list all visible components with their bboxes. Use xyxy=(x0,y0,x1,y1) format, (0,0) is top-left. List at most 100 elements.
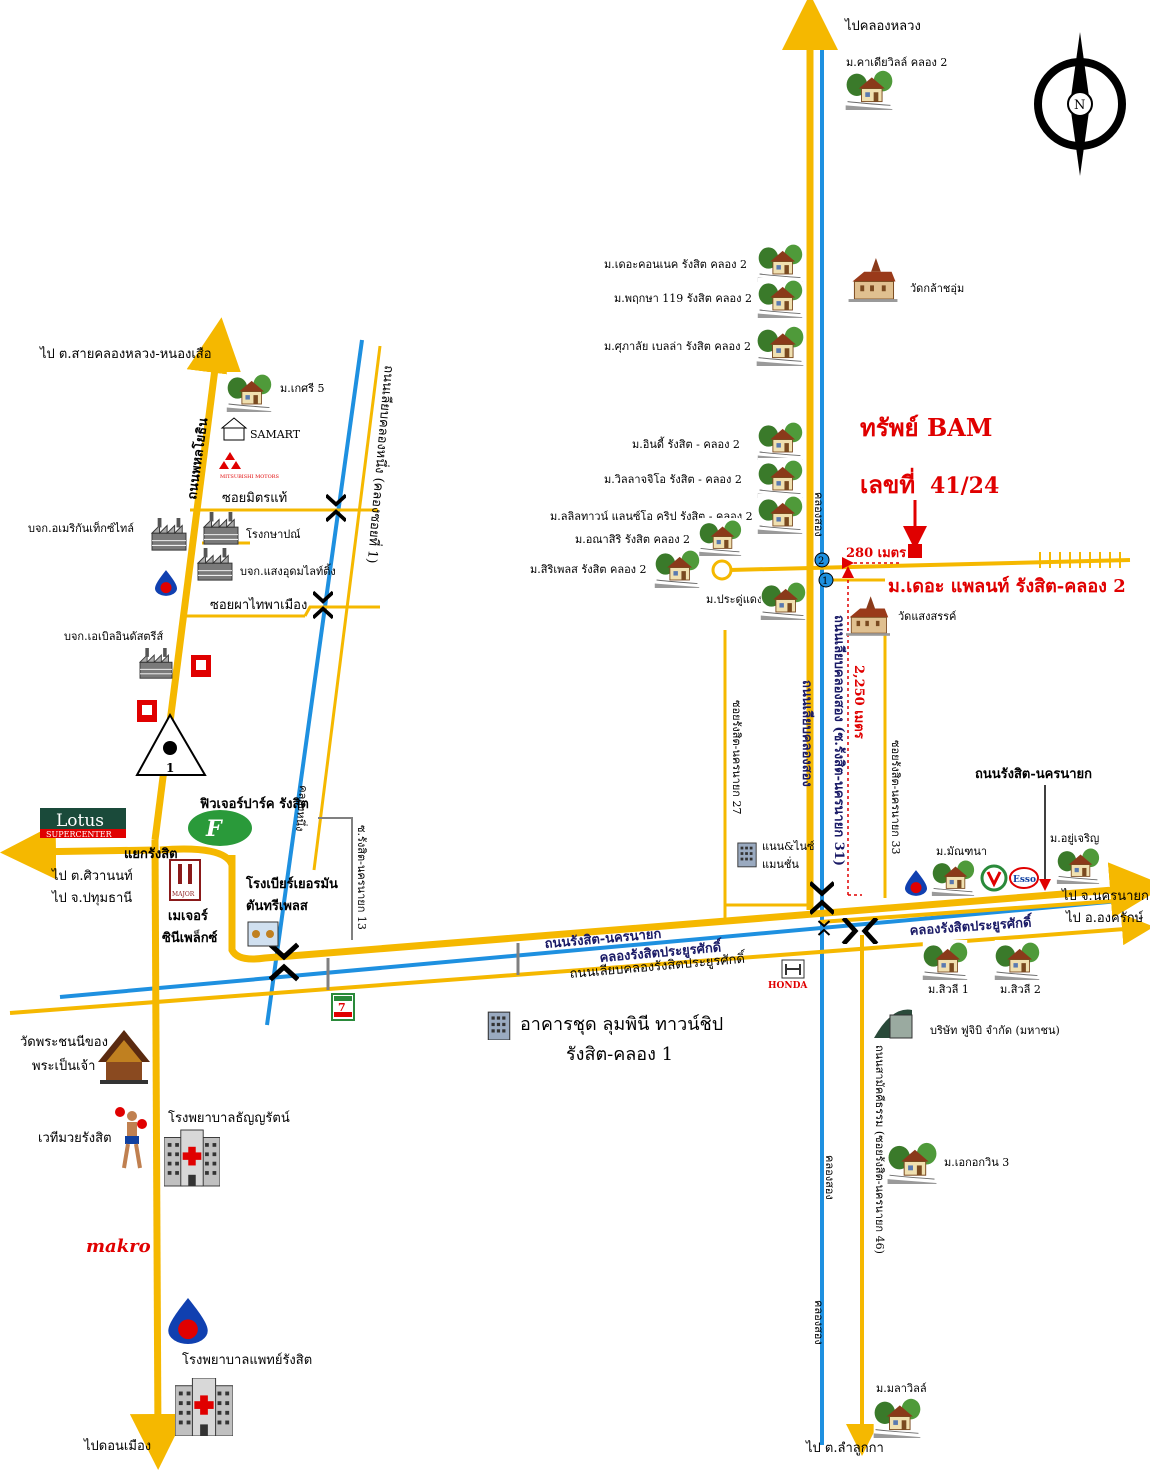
label-cadia: ม.คาเดียวิลล์ คลอง 2 xyxy=(846,56,947,69)
label-ketsri: ม.เกศรี 5 xyxy=(280,382,325,395)
label-soi27: ซอยรังสิต-นครนายก 27 xyxy=(730,700,743,814)
label-soi-phai: ซอยผาไทพาเมือง xyxy=(210,597,307,613)
warehouse-icon xyxy=(874,1009,913,1039)
seven-eleven-icon xyxy=(331,993,355,1021)
house-icon xyxy=(931,858,975,896)
label-lotus-sub: SUPERCENTER xyxy=(46,830,113,839)
dir-khlong-luang-left: ไป ต.สายคลองหลวง-หนองเสือ xyxy=(39,346,212,362)
label-khlong1: คลองหนึ่ง xyxy=(293,785,312,832)
label-lighting: บจก.แสงอุดมไลท์ติ้ง xyxy=(240,563,336,578)
label-indy: ม.อินดี้ รังสิต - คลอง 2 xyxy=(632,436,740,451)
ptt-icon xyxy=(155,570,177,596)
label-soi13: ซ.รังสิต-นครนายก 13 xyxy=(355,825,368,930)
dir-lam-luk-ka: ไป ต.ลำลูกกา xyxy=(805,1440,884,1456)
label-phahonyothin: ถนนพหลโยธิน xyxy=(183,417,211,501)
label-major-1: เมเจอร์ xyxy=(168,908,208,924)
label-seven: 7 xyxy=(338,1001,346,1014)
dir-nakhon-nayok: ไป จ.นครนายก xyxy=(1061,888,1149,904)
label-kraft: โรงกษาปณ์ xyxy=(246,527,300,541)
label-soi46: ถนนสามัคคีธรรม (ซอยรังสิต-นครนายก 46) xyxy=(873,1045,886,1254)
roundabout xyxy=(711,559,733,581)
label-rangsit-junction: แยกรังสิต xyxy=(124,847,178,862)
monument-number: 1 xyxy=(166,761,174,775)
svg-text:F: F xyxy=(205,816,223,842)
label-supalai: ม.ศุภาลัย เบลล่า รังสิต คลอง 2 xyxy=(604,340,751,353)
label-major-2: ซินีเพล็กซ์ xyxy=(162,928,218,946)
target-number-prefix: เลขที่ xyxy=(860,467,915,499)
label-connect: ม.เดอะคอนเนค รังสิต คลอง 2 xyxy=(604,258,747,271)
marker-two xyxy=(814,552,830,568)
label-nan-ni: แนน&ไนซ์ xyxy=(762,840,815,853)
label-wat-lam: วัดกล้าชอุ่ม xyxy=(910,282,964,295)
boxer-icon xyxy=(115,1107,147,1169)
target-marker xyxy=(908,544,922,558)
road-soi-phai-ext xyxy=(303,605,380,617)
label-condo-1: อาคารชุด ลุมพินี ทาวน์ชิป xyxy=(520,1014,723,1035)
esso-logo xyxy=(1009,867,1039,889)
house-icon xyxy=(756,324,804,366)
target-title: ทรัพย์ BAM xyxy=(860,413,992,442)
label-villagio: ม.วิลลาจจิโอ รังสิต - คลอง 2 xyxy=(604,472,742,486)
house-icon xyxy=(757,494,803,534)
house-icon xyxy=(845,68,893,110)
label-condo-2: รังสิต-คลอง 1 xyxy=(566,1044,673,1065)
church-icon xyxy=(846,596,890,636)
road-canal-side-north xyxy=(819,898,1129,924)
label-brewery-2: ตันทรีเพลส xyxy=(246,898,308,914)
factory-icon xyxy=(139,648,173,679)
label-khlong2-a: คลองสอง xyxy=(812,492,825,537)
label-lotus: Lotus xyxy=(56,811,104,831)
samart-icon xyxy=(220,417,248,441)
marker-two-label: 2 xyxy=(818,556,824,567)
label-siriplace: ม.สิริเพลส รังสิต คลอง 2 xyxy=(530,563,647,576)
house-icon xyxy=(922,940,968,980)
future-park-logo: F xyxy=(188,810,252,846)
road-junction-link xyxy=(159,845,236,867)
label-khlong2-road: ถนนเลียบคลองสอง (ซ.รังสิต-นครนายก 31) xyxy=(831,615,847,866)
dir-future-left: ไป ต.ศิวานนท์ xyxy=(51,868,133,884)
dir-ongkharak: ไป อ.องครักษ์ xyxy=(1065,910,1144,926)
label-sivali2: ม.สิวลี 2 xyxy=(1000,983,1041,996)
major-logo xyxy=(169,859,201,901)
label-khlong2-road-b: ถนนเลียบคลองสอง xyxy=(799,680,815,787)
label-future: ฟิวเจอร์ปาร์ค รังสิต xyxy=(200,796,309,812)
label-akarin: ม.เอกอกวิน 3 xyxy=(944,1156,1009,1169)
label-wat-saeng: วัดแสงสรรค์ xyxy=(898,610,956,623)
ptt-icon xyxy=(168,1298,208,1344)
label-yuchareon: ม.อยู่เจริญ xyxy=(1050,832,1099,845)
hospital-icon xyxy=(175,1378,233,1436)
label-khlong2-b: คลองสอง xyxy=(823,1155,836,1200)
marker-one-label: 1 xyxy=(822,576,828,587)
brewery-icon xyxy=(247,921,279,947)
label-manchana: ม.มัณฑนา xyxy=(936,845,987,858)
dir-don-mueang: ไปดอนเมือง xyxy=(83,1438,151,1454)
factory-icon xyxy=(203,512,239,545)
label-brewery-1: โรงเบียร์เยอรมัน xyxy=(245,875,338,892)
hospital-icon xyxy=(164,1129,220,1187)
target-distance-long: 2,250 เมตร xyxy=(851,665,866,739)
house-icon xyxy=(757,242,803,282)
target-number: 41/24 xyxy=(930,473,999,499)
canal-rangsit xyxy=(59,898,1131,999)
target-project: ม.เดอะ แพลนท์ รังสิต-คลอง 2 xyxy=(888,575,1126,597)
label-temple-pra-2: พระเป็นเจ้า xyxy=(32,1056,95,1074)
monument-icon xyxy=(135,712,207,776)
house-icon xyxy=(654,548,700,588)
label-sivali1: ม.สิวลี 1 xyxy=(928,983,969,996)
factory-icon xyxy=(197,548,233,581)
building-icon xyxy=(487,1011,511,1040)
lotus-logo xyxy=(40,808,126,838)
house-icon xyxy=(760,580,806,620)
label-soi33: ซอยรังสิต-นครนายก 33 xyxy=(889,740,902,854)
compass: N xyxy=(1034,32,1126,176)
label-honda: HONDA xyxy=(768,981,808,991)
label-esso: Esso xyxy=(1013,875,1036,885)
label-temple-pra-1: วัดพระชนนีของ xyxy=(20,1034,108,1050)
label-makro: makro xyxy=(86,1236,151,1257)
label-anasiri: ม.อณาสิริ รังสิต คลอง 2 xyxy=(575,533,690,546)
road-rangsit-nakhonnayok xyxy=(228,855,1150,963)
target-distance-short: 280 เมตร xyxy=(846,546,906,561)
house-icon xyxy=(873,1396,921,1438)
label-boxing: เวทีมวยรังสิต xyxy=(38,1130,112,1146)
